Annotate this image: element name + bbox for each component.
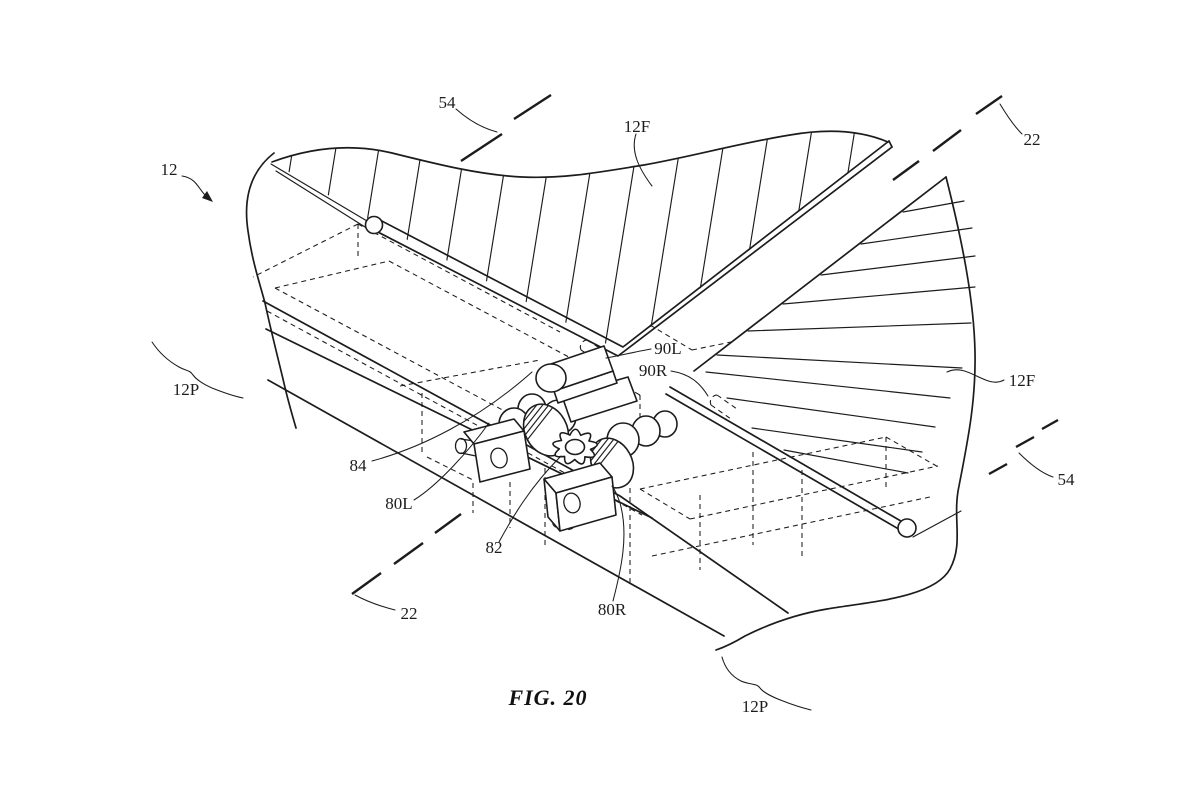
upper-strip-inner [373,146,893,357]
upper-strip-endcap [888,140,893,148]
ref-label-22-top: 22 [1024,130,1041,149]
ref-label-90r: 90R [639,361,668,380]
leader-12f-right [946,369,1005,383]
center-gear-bore [564,438,586,456]
bottom-mount-block [543,462,617,532]
leader-lines [151,103,1054,711]
leader-12f-top [633,133,653,187]
leader-80l [413,422,490,501]
hinge-mechanism [454,345,917,538]
left-stub-pin [454,437,468,455]
left-block-hole [490,447,508,469]
housing-left-wavy-edge [245,152,297,429]
leader-90r [670,370,709,397]
ref-label-12: 12 [161,160,178,179]
left-mount-block [454,418,531,483]
housing-right-wavy-edge [715,176,976,651]
reference-labels: 12 54 12F 22 12P 12F 54 90L 90R 84 80L 8… [161,93,1076,716]
leader-90l [605,348,652,359]
leader-82 [498,455,562,543]
deck-back-edge [262,300,789,614]
ref-label-80r: 80R [598,600,627,619]
ref-label-54-top: 54 [439,93,457,112]
paddle-arm-knuckle [535,363,567,393]
leader-22-bottom [354,594,396,611]
fold-axis-22-bottom [351,513,462,595]
leader-80r [611,485,625,602]
deck-front-edge [267,379,725,637]
ref-label-84: 84 [350,456,368,475]
leader-54-top [455,108,498,133]
ref-label-80l: 80L [385,494,412,513]
right-flap-top-edge [693,176,947,372]
fold-axis-54-right [988,418,1059,476]
upper-flap-top-wavy-edge [271,130,889,179]
figure-caption: FIG. 20 [507,685,587,710]
leader-54-right [1018,452,1054,478]
ref-label-12f-right: 12F [1009,371,1035,390]
bottom-block-hole [563,492,581,514]
center-gear-82 [552,428,598,465]
leader-12 [181,175,206,196]
upper-strip-outer [379,140,890,348]
ref-label-54-right: 54 [1058,470,1076,489]
leader-84 [371,371,533,462]
fold-axis-54-top [460,93,552,163]
ref-label-82: 82 [486,538,503,557]
right-strip-outer [669,386,907,525]
ref-label-22-bottom: 22 [401,604,418,623]
ref-label-90l: 90L [654,339,681,358]
arrowhead-12 [202,191,213,202]
ref-label-12p-bottom: 12P [742,697,768,716]
fold-axis-22-top [892,95,1003,181]
leader-22-top [999,103,1023,135]
right-flap-hatching [705,200,976,538]
right-strip-inner [665,393,903,532]
right-flap [693,176,976,538]
upper-flap-left-edge-2 [275,170,366,228]
left-rod-end-tube [364,215,384,235]
ref-label-12f-top: 12F [624,117,650,136]
hidden-pin-90r [709,394,738,420]
brace-12p-left [151,341,244,399]
brace-12p-bottom [721,656,812,711]
right-rod-end-tube [897,518,917,538]
ref-label-12p-left: 12P [173,380,199,399]
upper-flap-left-edge [270,163,368,222]
